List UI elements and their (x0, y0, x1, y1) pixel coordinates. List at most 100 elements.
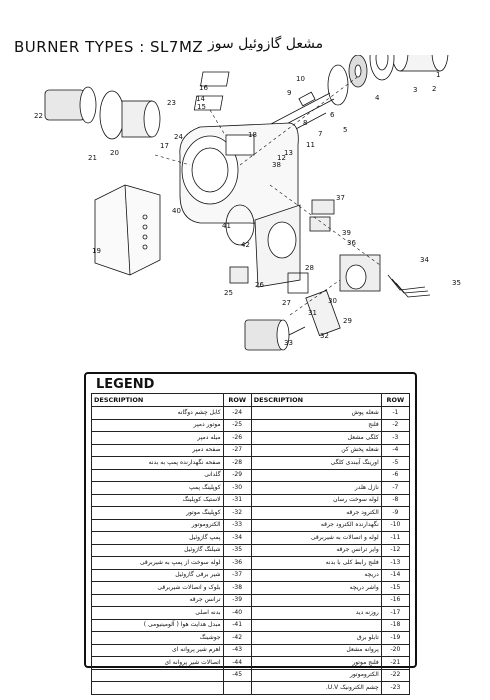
legend-row-number: -31 (222, 493, 252, 507)
legend-description: فلنج موتور (250, 656, 382, 670)
legend-description: لوله سوخت از پمپ به شیربرقی (91, 556, 224, 570)
legend-description: چشم الکترونیک U.V. (250, 681, 382, 695)
legend-description: کابل چشم دوگانه (91, 406, 224, 420)
legend-description: اتصالات شیر پروانه ای (91, 656, 224, 670)
svg-text:42: 42 (241, 241, 250, 249)
svg-text:22: 22 (34, 112, 43, 120)
legend-row-number: -20 (380, 643, 411, 657)
legend-row-number: -23 (380, 681, 411, 695)
legend-row-number: -32 (222, 506, 252, 520)
legend-row-number: -22 (380, 668, 411, 682)
svg-text:30: 30 (328, 297, 337, 305)
legend-row-number: -27 (222, 443, 252, 457)
legend-description: کوپلینگ موتور (91, 506, 224, 520)
legend-row-number: -28 (222, 456, 252, 470)
part-gasket (193, 95, 224, 111)
legend-description: واشر دریچه (250, 581, 382, 595)
legend-description (250, 468, 382, 482)
legend-row: مبدل هدایت هوا ( آلومینیومی )-41-18 (91, 618, 411, 632)
legend-row-number: -43 (222, 643, 252, 657)
legend-row: چشم الکترونیک U.V.-23 (91, 681, 411, 695)
row-header: ROW (380, 393, 411, 407)
legend-description (91, 668, 224, 682)
legend-description: ترانس جرقه (91, 593, 224, 607)
legend-row-number: -35 (222, 543, 252, 557)
svg-text:26: 26 (255, 281, 264, 289)
exploded-parts-diagram: 1 2 3 4 5 6 7 8 9 10 11 12 13 14 15 16 1… (34, 55, 461, 351)
svg-text:12: 12 (277, 154, 286, 162)
svg-text:31: 31 (308, 309, 317, 317)
part-electromotor-fan (44, 86, 161, 140)
svg-text:36: 36 (347, 239, 356, 247)
callout-labels: 1 2 3 4 5 6 7 8 9 10 11 12 13 14 15 16 1… (34, 71, 461, 347)
legend-row-number: -7 (380, 481, 411, 495)
legend-description: روزنه دید (250, 606, 382, 620)
svg-text:34: 34 (420, 256, 429, 264)
legend-description: اهرم شیر پروانه ای (91, 643, 224, 657)
legend-description: شعله پوش (250, 406, 382, 420)
legend-description: وایر ترانس جرقه (250, 543, 382, 557)
svg-text:10: 10 (296, 75, 305, 83)
svg-text:11: 11 (306, 141, 315, 149)
svg-text:7: 7 (318, 130, 322, 138)
legend-description: صفحه دمپر (91, 443, 224, 457)
svg-text:13: 13 (284, 149, 293, 157)
part-control-panel (94, 184, 161, 276)
part-damper-motor (229, 266, 249, 284)
legend-row-number: -42 (222, 631, 252, 645)
legend-description: تابلو برق (250, 631, 382, 645)
legend-row-number: -45 (222, 668, 252, 682)
legend-description: الکتروموتور (250, 668, 382, 682)
svg-text:14: 14 (196, 95, 205, 103)
legend-description: نازل هلدر (250, 481, 382, 495)
legend-description: بلوک و اتصالات شیربرقی (91, 581, 224, 595)
svg-text:33: 33 (284, 339, 293, 347)
legend-description: صفحه نگهدارنده پمپ به بدنه (91, 456, 224, 470)
svg-text:20: 20 (110, 149, 119, 157)
legend-description: اورینگ آببندی کلگی (250, 456, 382, 470)
legend-row-number: -36 (222, 556, 252, 570)
svg-text:27: 27 (282, 299, 291, 307)
legend-description: الکتروموتور (91, 518, 224, 532)
legend-row-number (222, 681, 252, 695)
legend-description (91, 681, 224, 695)
legend-description (250, 618, 382, 632)
legend-row-number: -37 (222, 568, 252, 582)
legend-description: دریچه (250, 568, 382, 582)
part-pump-plate (254, 204, 309, 294)
legend-row-number: -16 (380, 593, 411, 607)
part-flame-disk (348, 55, 368, 88)
legend-header-row: DESCRIPTION ROW DESCRIPTION ROW (91, 393, 411, 407)
legend-description: لوله و اتصالات به شیربرقی (250, 531, 382, 545)
svg-text:1: 1 (436, 71, 440, 79)
legend-row-number: -6 (380, 468, 411, 482)
svg-text:6: 6 (330, 111, 335, 119)
legend-row-number: -12 (380, 543, 411, 557)
part-solenoid-valve (311, 199, 335, 215)
legend-description: کلگی مشعل (250, 431, 382, 445)
legend-description: فلنج رابط کلی با بدنه (250, 556, 382, 570)
part-air-guide (225, 204, 255, 246)
legend-row-number: -8 (380, 493, 411, 507)
legend-row-number: -41 (222, 618, 252, 632)
legend-row-number: -5 (380, 456, 411, 470)
row-header: ROW (222, 393, 252, 407)
svg-text:29: 29 (343, 317, 352, 325)
legend-description: شیلنگ گازوئیل (91, 543, 224, 557)
svg-text:9: 9 (287, 89, 291, 97)
svg-text:25: 25 (224, 289, 233, 297)
svg-text:37: 37 (336, 194, 345, 202)
legend-row-number: -34 (222, 531, 252, 545)
legend-row-number: -39 (222, 593, 252, 607)
